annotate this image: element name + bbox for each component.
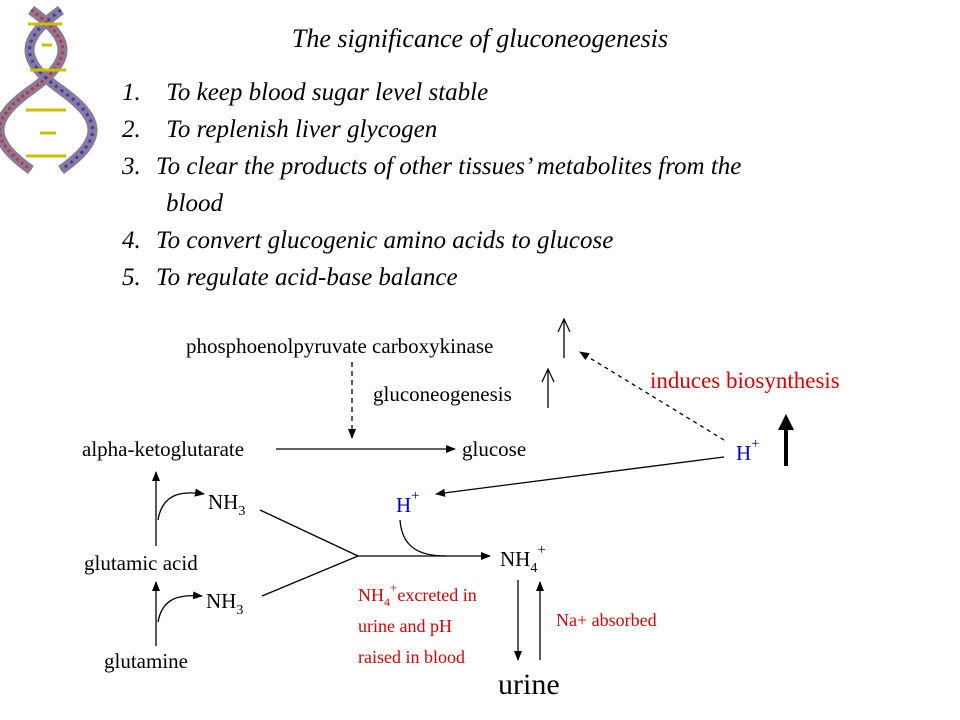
list-item: 5. To regulate acid-base balance [122,259,741,296]
list-text: To clear the products of other tissues’ … [156,153,742,180]
glucose-label: glucose [462,437,526,461]
list-number: 1. [122,79,141,106]
list-item-continuation: blood [122,185,741,222]
h-plus-label-right: H+ [736,436,760,465]
arrow-hplus-induces-dashed [579,351,725,441]
list-item: 3. To clear the products of other tissues… [122,148,741,185]
list-text: To regulate acid-base balance [156,264,458,291]
significance-list: 1. To keep blood sugar level stable 2. T… [122,74,741,296]
list-item: 1. To keep blood sugar level stable [122,74,741,111]
gluconeogenesis-label: gluconeogenesis [373,382,512,406]
pepck-label: phosphoenolpyruvate carboxykinase [186,334,493,358]
list-item: 2. To replenish liver glycogen [122,111,741,148]
arrow-nh3-release-upper [157,488,205,521]
arrow-nh3-release-lower [157,591,203,623]
line-nh3-merge-lower [261,555,359,597]
list-number: 5. [122,264,141,291]
list-text: To replenish liver glycogen [166,116,438,143]
list-text: To keep blood sugar level stable [166,79,489,106]
excreted-line-3: raised in blood [358,647,465,667]
list-text: To convert glucogenic amino acids to glu… [156,227,614,254]
alpha-ketoglutarate-label: alpha-ketoglutarate [82,437,244,461]
list-item: 4. To convert glucogenic amino acids to g… [122,222,741,259]
nh4-label: NH4+ [500,542,546,576]
induces-biosynthesis-label: induces biosynthesis [650,368,840,393]
list-text: blood [166,190,223,217]
nh3-label-upper: NH3 [208,490,245,519]
excreted-line-1: NH4+excreted in [358,580,477,609]
h-plus-label-left: H+ [396,488,420,517]
urine-label: urine [498,668,560,701]
glutamic-acid-label: glutamic acid [84,551,198,575]
list-number: 3. [122,153,141,180]
excreted-line-2: urine and pH [358,616,452,636]
page-title: The significance of gluconeogenesis [291,24,669,53]
arrow-hplus-to-hplus [435,456,725,497]
na-absorbed-label: Na+ absorbed [556,610,657,630]
dna-helix-icon [0,5,98,175]
glutamine-label: glutamine [104,649,188,673]
list-number: 4. [122,227,141,254]
list-number: 2. [122,116,141,143]
curve-hplus-join [399,519,447,557]
line-nh3-merge-upper [259,509,359,557]
nh3-label-lower: NH3 [206,589,243,618]
